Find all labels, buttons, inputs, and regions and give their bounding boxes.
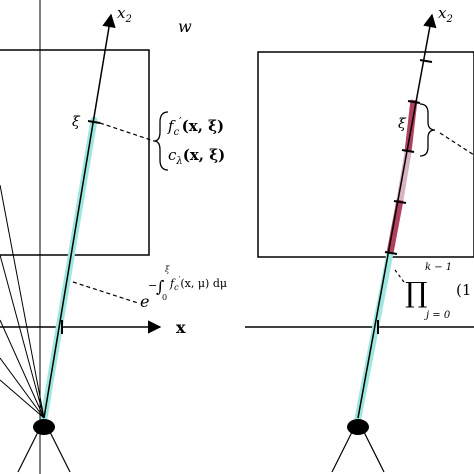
right-product-formula: k − 1 ∏ j = 0 (1 (405, 262, 471, 321)
right-ray-ticks (377, 59, 433, 334)
left-integral-exponent: − ∫ ξ 0 fc′(x, μ) dμ (148, 265, 227, 302)
svg-text:ξ: ξ (165, 265, 170, 274)
left-x-axis-label: x (176, 318, 186, 337)
left-brace (153, 111, 169, 171)
left-region-label: w (178, 17, 192, 36)
right-brace (419, 103, 436, 157)
left-x2-label: x2 (117, 4, 132, 25)
svg-text:fc′(x, μ) dμ: fc′(x, μ) dμ (169, 275, 227, 292)
right-panel: x2 ξ k − 1 ∏ j = 0 (1 (245, 4, 474, 473)
left-xi-tick (87, 120, 101, 124)
svg-text:j = 0: j = 0 (424, 310, 451, 321)
svg-text:(1: (1 (456, 281, 471, 299)
right-volume-box (257, 51, 474, 258)
left-brace-leader (99, 122, 155, 142)
left-brace-line2: cλ(x, ξ) (168, 146, 225, 167)
right-eye-icon (331, 419, 385, 473)
left-brace-line1: fc′(x, ξ) (167, 115, 224, 138)
right-brace-leader (439, 132, 474, 156)
svg-text:−: − (148, 279, 157, 292)
svg-text:k − 1: k − 1 (425, 262, 452, 273)
left-ray-axis (43, 13, 116, 419)
right-segment-dark-1 (386, 199, 404, 254)
left-eye-icon (17, 419, 71, 473)
left-exp-leader (72, 281, 139, 304)
left-exp-base: e (140, 292, 149, 311)
svg-text:∏: ∏ (405, 276, 427, 309)
right-segment-light (396, 151, 412, 201)
svg-text:∫: ∫ (156, 277, 164, 296)
svg-text:0: 0 (162, 293, 167, 302)
right-x2-label: x2 (438, 4, 453, 25)
right-prod-leader (394, 269, 405, 283)
right-xi-label: ξ (398, 116, 407, 132)
left-panel: x x2 w ξ (0, 0, 227, 474)
left-fan-lines (0, 184, 45, 419)
right-ray-axis (357, 13, 437, 419)
left-xi-label: ξ (72, 114, 81, 130)
